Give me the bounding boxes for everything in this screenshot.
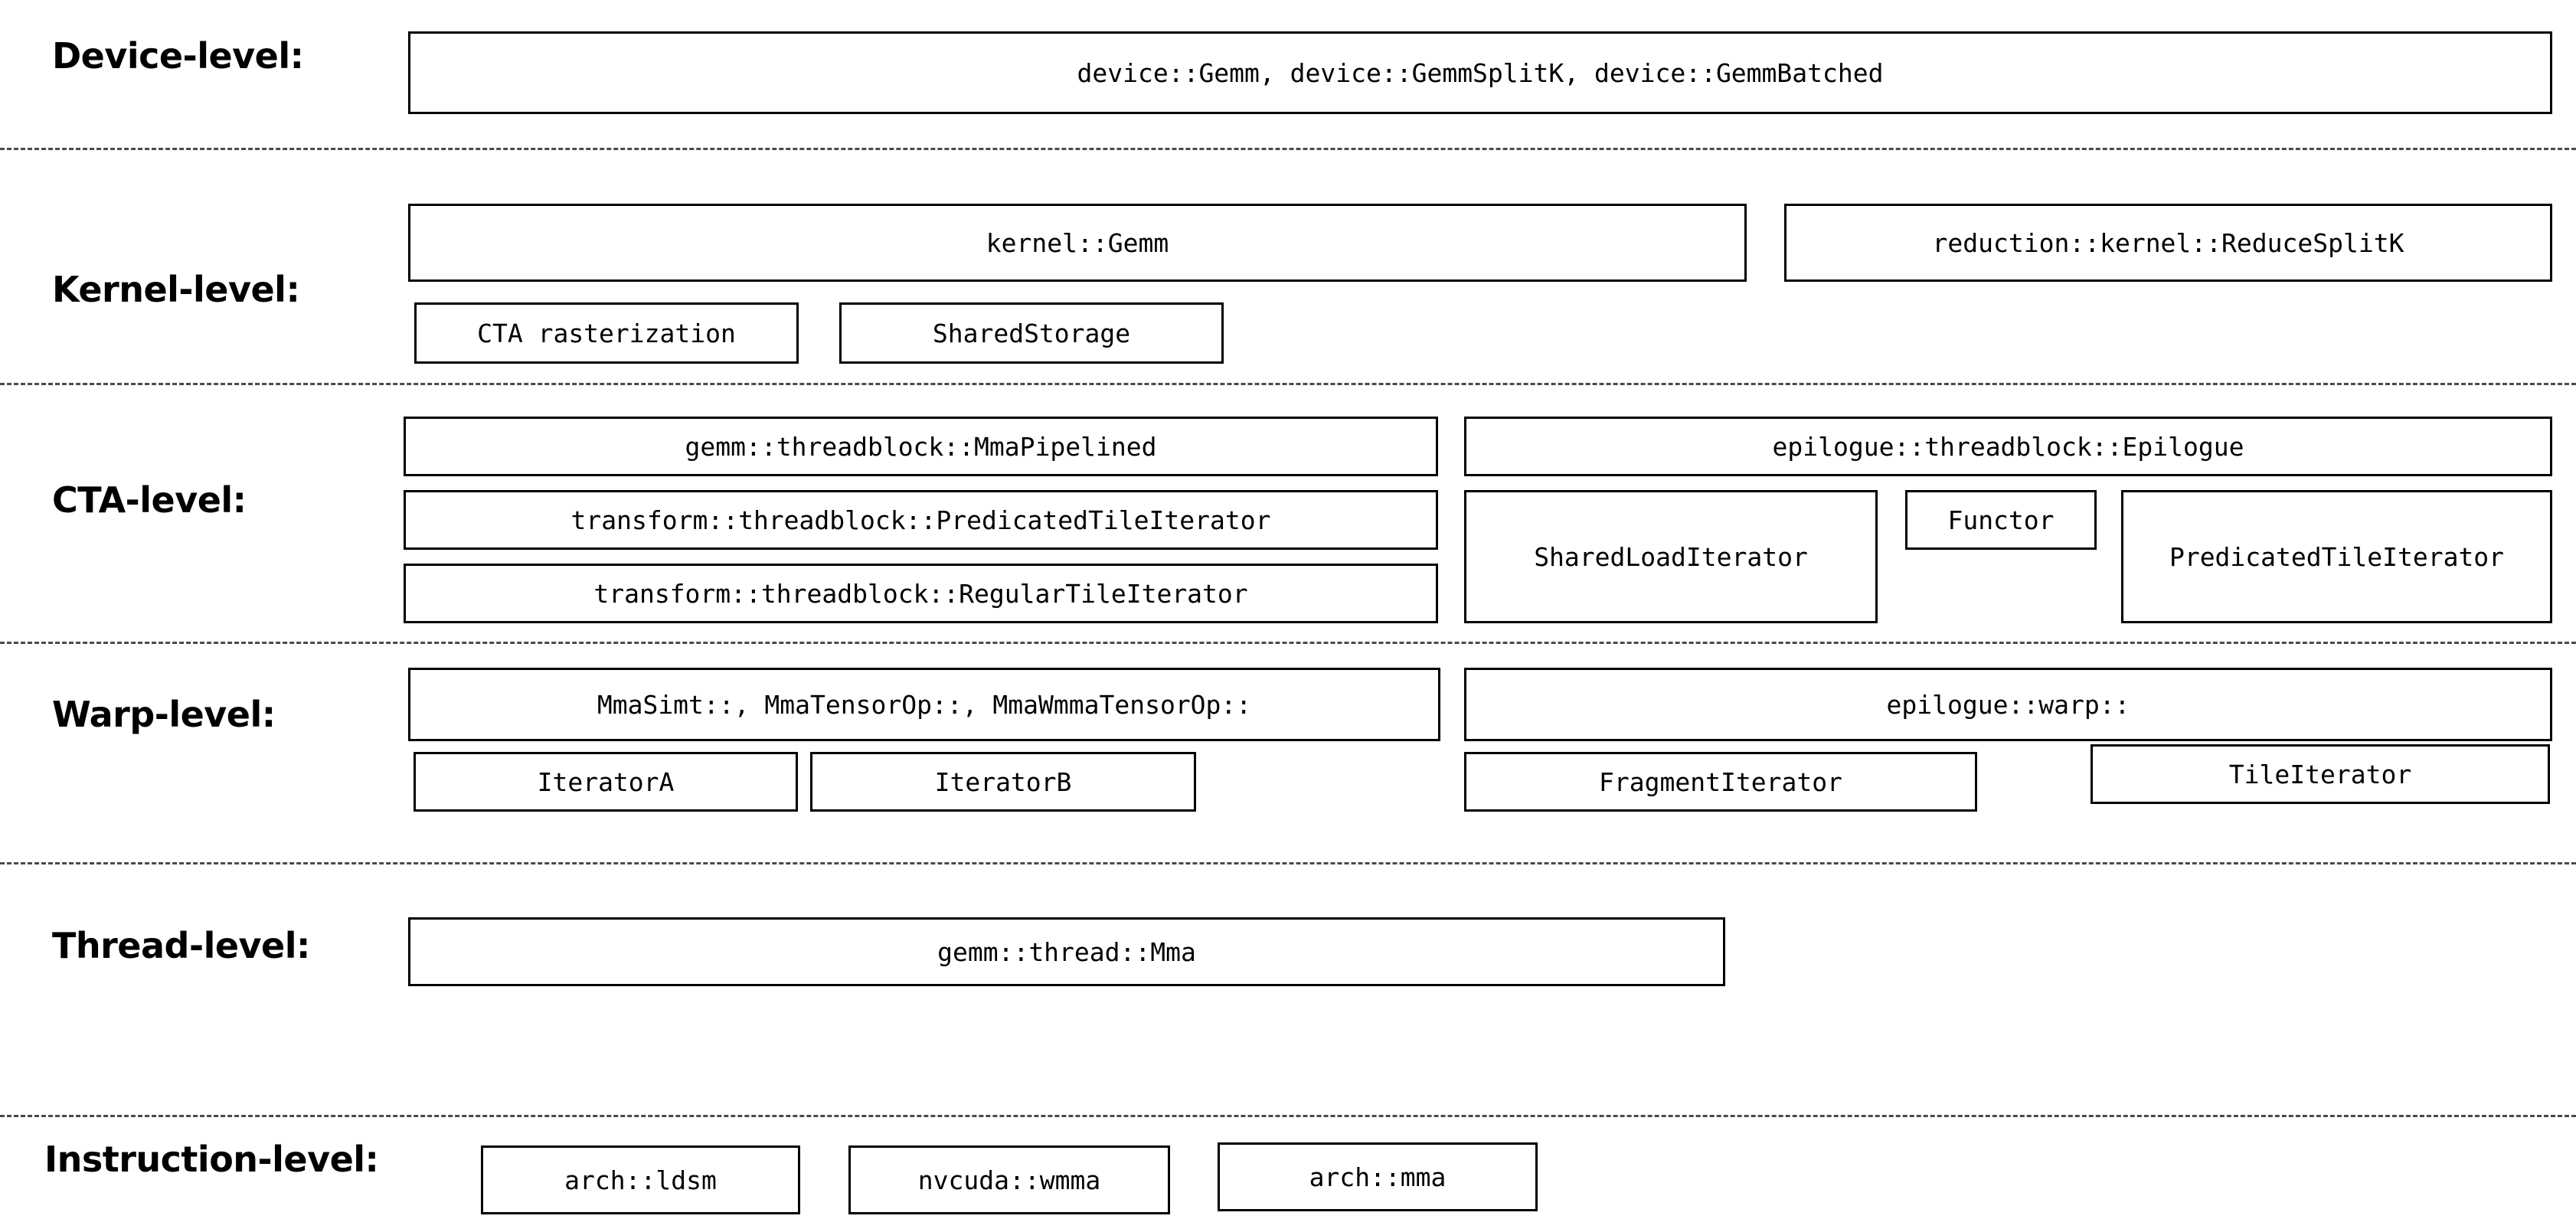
box-transform-threadblock-regulartileiterator[interactable]: transform::threadblock::RegularTileItera…	[404, 564, 1438, 623]
box-arch-mma[interactable]: arch::mma	[1218, 1142, 1538, 1211]
box-cta-rasterization[interactable]: CTA rasterization	[414, 302, 799, 364]
box-tile-iterator[interactable]: TileIterator	[2091, 744, 2550, 804]
box-epilogue-threadblock-epilogue[interactable]: epilogue::threadblock::Epilogue	[1464, 417, 2552, 476]
box-iterator-b[interactable]: IteratorB	[810, 752, 1196, 812]
box-iterator-a[interactable]: IteratorA	[414, 752, 798, 812]
box-predicated-tile-iterator[interactable]: PredicatedTileIterator	[2121, 490, 2552, 623]
box-fragment-iterator[interactable]: FragmentIterator	[1464, 752, 1977, 812]
row-label-instruction: Instruction-level:	[44, 1139, 379, 1180]
box-epilogue-warp[interactable]: epilogue::warp::	[1464, 668, 2552, 741]
divider-device-kernel	[0, 148, 2576, 150]
divider-cta-warp	[0, 642, 2576, 644]
box-shared-storage[interactable]: SharedStorage	[839, 302, 1224, 364]
box-device-gemm[interactable]: device::Gemm, device::GemmSplitK, device…	[408, 31, 2552, 114]
box-nvcuda-wmma[interactable]: nvcuda::wmma	[848, 1145, 1170, 1214]
box-functor[interactable]: Functor	[1905, 490, 2097, 550]
box-arch-ldsm[interactable]: arch::ldsm	[481, 1145, 800, 1214]
box-mma-ops[interactable]: MmaSimt::, MmaTensorOp::, MmaWmmaTensorO…	[408, 668, 1440, 741]
divider-thread-instruction	[0, 1115, 2576, 1117]
divider-warp-thread	[0, 862, 2576, 864]
divider-kernel-cta	[0, 383, 2576, 385]
box-reduction-kernel-reducesplitk[interactable]: reduction::kernel::ReduceSplitK	[1784, 204, 2552, 282]
box-gemm-threadblock-mmapipelined[interactable]: gemm::threadblock::MmaPipelined	[404, 417, 1438, 476]
box-transform-threadblock-predicatedtileiterator[interactable]: transform::threadblock::PredicatedTileIt…	[404, 490, 1438, 550]
box-gemm-thread-mma[interactable]: gemm::thread::Mma	[408, 917, 1725, 986]
row-label-kernel: Kernel-level:	[52, 269, 300, 310]
row-label-device: Device-level:	[52, 35, 304, 77]
box-shared-load-iterator[interactable]: SharedLoadIterator	[1464, 490, 1878, 623]
row-label-cta: CTA-level:	[52, 479, 247, 521]
row-label-warp: Warp-level:	[52, 694, 276, 735]
row-label-thread: Thread-level:	[52, 925, 310, 966]
box-kernel-gemm[interactable]: kernel::Gemm	[408, 204, 1747, 282]
